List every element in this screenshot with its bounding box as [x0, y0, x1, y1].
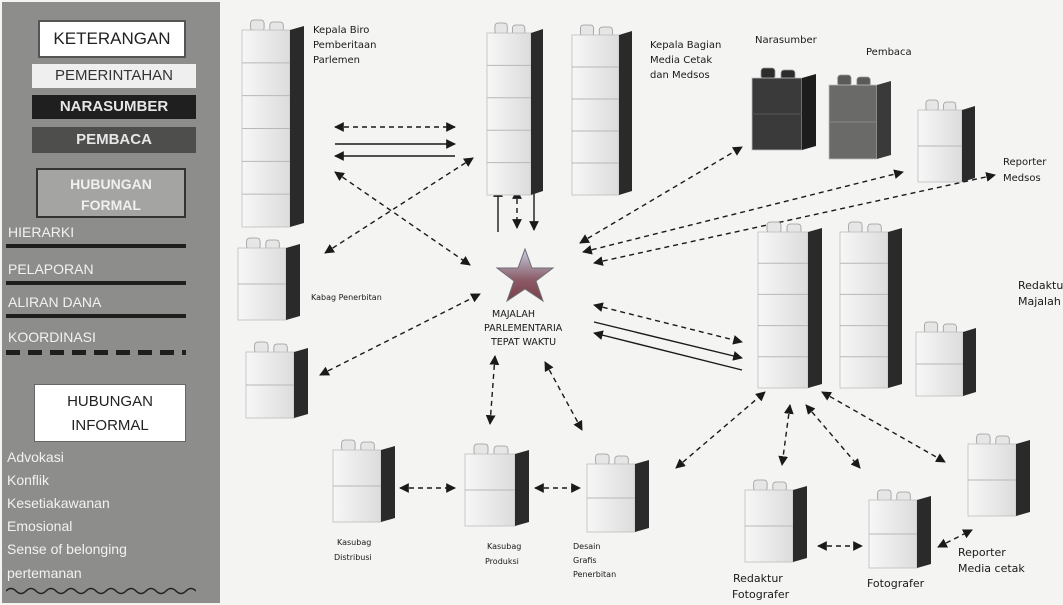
node-label-pembaca: Pembaca — [866, 47, 912, 58]
block-kepala-bagian-b — [571, 24, 632, 196]
block-redaktur-majalah-a — [757, 221, 822, 389]
svg-text:Fotografer: Fotografer — [732, 588, 790, 601]
star-icon — [495, 247, 555, 303]
arrow-redaktur-fotografer — [805, 404, 861, 469]
arrow-star-reporter-medsos — [593, 172, 996, 266]
legend-pelaporan-line — [6, 281, 186, 285]
svg-text:Produksi: Produksi — [485, 557, 519, 566]
legend-informal-sense: Sense of belonging — [7, 541, 127, 557]
block-kasubag-distribusi — [332, 439, 395, 523]
legend-title: KETERANGAN — [38, 20, 186, 58]
block-pembaca — [828, 74, 891, 160]
legend-formal-title: HUBUNGAN FORMAL — [36, 168, 186, 218]
svg-text:TEPAT WAKTU: TEPAT WAKTU — [490, 337, 556, 348]
node-label-reporter-medsos: Reporter Medsos — [1003, 157, 1047, 184]
arrow-star-redaktur-solid1 — [593, 321, 743, 361]
svg-text:Majalah: Majalah — [1018, 295, 1061, 308]
block-fotografer — [868, 489, 931, 569]
legend-aliran-dana-line — [6, 314, 186, 318]
svg-text:Kepala Biro: Kepala Biro — [313, 25, 369, 36]
legend-informal-emosional: Emosional — [7, 518, 73, 534]
svg-text:Reporter: Reporter — [958, 546, 1006, 559]
svg-text:Redaktur: Redaktur — [733, 572, 783, 585]
building-blocks — [237, 19, 1030, 569]
block-kasubag-produksi — [464, 443, 529, 527]
arrow-kabag-bagian — [324, 157, 474, 254]
svg-text:Parlemen: Parlemen — [313, 55, 360, 66]
node-label-desain-grafis: Desain Grafis Penerbitan — [573, 542, 616, 579]
legend-hierarki-line — [6, 244, 186, 248]
block-kabag-penerbitan — [237, 237, 300, 321]
svg-text:Distribusi: Distribusi — [334, 553, 372, 562]
svg-text:Kasubag: Kasubag — [337, 538, 371, 547]
arrow-desain-redaktur — [675, 391, 766, 469]
relation-arrows — [319, 122, 996, 551]
arrow-star-produksi — [485, 355, 500, 425]
legend-informal-konflik: Konflik — [7, 472, 50, 488]
legend-panel: KETERANGAN PEMERINTAHAN NARASUMBER PEMBA… — [2, 2, 220, 603]
svg-text:Kepala Bagian: Kepala Bagian — [650, 40, 721, 51]
svg-text:Kasubag: Kasubag — [487, 542, 521, 551]
legend-aliran-dana-label: ALIRAN DANA — [8, 294, 102, 310]
node-label-redaktur-fotografer: Redaktur Fotografer — [732, 572, 790, 601]
legend-role-narasumber: NARASUMBER — [32, 95, 196, 119]
legend-pelaporan-label: PELAPORAN — [8, 261, 94, 277]
arrow-fotografer-reporter-cetak — [937, 529, 973, 548]
svg-text:dan Medsos: dan Medsos — [650, 70, 710, 81]
legend-role-pemerintahan: PEMERINTAHAN — [32, 64, 196, 88]
legend-wavy-line — [6, 587, 196, 595]
svg-text:Media Cetak: Media Cetak — [650, 55, 712, 66]
svg-text:Media cetak: Media cetak — [958, 562, 1025, 575]
node-label-kabag-penerbitan: Kabag Penerbitan — [311, 293, 382, 302]
arrow-star-desain — [544, 361, 583, 431]
block-kepala-bagian-a — [486, 22, 543, 196]
arrow-biro-star — [334, 171, 471, 266]
block-small-left — [245, 341, 308, 419]
node-label-kasubag-distribusi: Kasubag Distribusi — [334, 538, 372, 562]
block-kepala-biro — [241, 19, 304, 228]
legend-informal-advokasi: Advokasi — [7, 449, 64, 465]
svg-text:Desain: Desain — [573, 542, 600, 551]
legend-koordinasi-label: KOORDINASI — [8, 329, 96, 345]
legend-informal-kesetiakawanan: Kesetiakawanan — [7, 495, 110, 511]
node-label-fotografer: Fotografer — [867, 577, 925, 590]
block-redaktur-majalah-b — [839, 221, 902, 389]
legend-informal-title: HUBUNGAN INFORMAL — [34, 384, 186, 442]
node-label-narasumber: Narasumber — [755, 35, 818, 46]
block-narasumber — [751, 67, 816, 151]
svg-text:MAJALAH: MAJALAH — [492, 309, 535, 320]
arrow-redaktur-star-solid2 — [593, 330, 743, 371]
node-label-reporter-media-cetak: Reporter Media cetak — [958, 546, 1025, 575]
svg-text:Pemberitaan: Pemberitaan — [313, 40, 376, 51]
block-redaktur-fotografer — [744, 479, 807, 563]
legend-hierarki-label: HIERARKI — [8, 224, 75, 240]
arrow-small-star — [319, 293, 481, 376]
block-redaktur-majalah-c — [915, 321, 976, 397]
svg-text:Reporter: Reporter — [1003, 157, 1047, 168]
svg-text:Penerbitan: Penerbitan — [573, 570, 616, 579]
svg-text:Grafis: Grafis — [573, 556, 597, 565]
arrow-redaktur-reporter-cetak — [821, 391, 946, 463]
legend-koordinasi-line — [6, 350, 186, 355]
legend-role-pembaca: PEMBACA — [32, 127, 196, 153]
block-reporter-medsos — [917, 99, 975, 183]
block-desain-grafis — [586, 453, 649, 533]
node-label-center: MAJALAH PARLEMENTARIA TEPAT WAKTU — [484, 309, 563, 348]
node-label-kasubag-produksi: Kasubag Produksi — [485, 542, 521, 566]
legend-informal-pertemanan: pertemanan — [7, 565, 82, 581]
arrow-redaktur-redfoto — [778, 404, 794, 466]
svg-text:Redaktur: Redaktur — [1018, 279, 1063, 292]
svg-text:PARLEMENTARIA: PARLEMENTARIA — [484, 323, 563, 334]
node-label-kepala-bagian: Kepala Bagian Media Cetak dan Medsos — [650, 40, 721, 81]
node-label-redaktur-majalah: Redaktur Majalah — [1018, 279, 1063, 308]
block-reporter-media-cetak — [967, 433, 1030, 517]
svg-text:Medsos: Medsos — [1003, 173, 1041, 184]
node-label-kepala-biro: Kepala Biro Pemberitaan Parlemen — [313, 25, 376, 66]
arrow-star-redaktur-dash — [593, 302, 743, 345]
